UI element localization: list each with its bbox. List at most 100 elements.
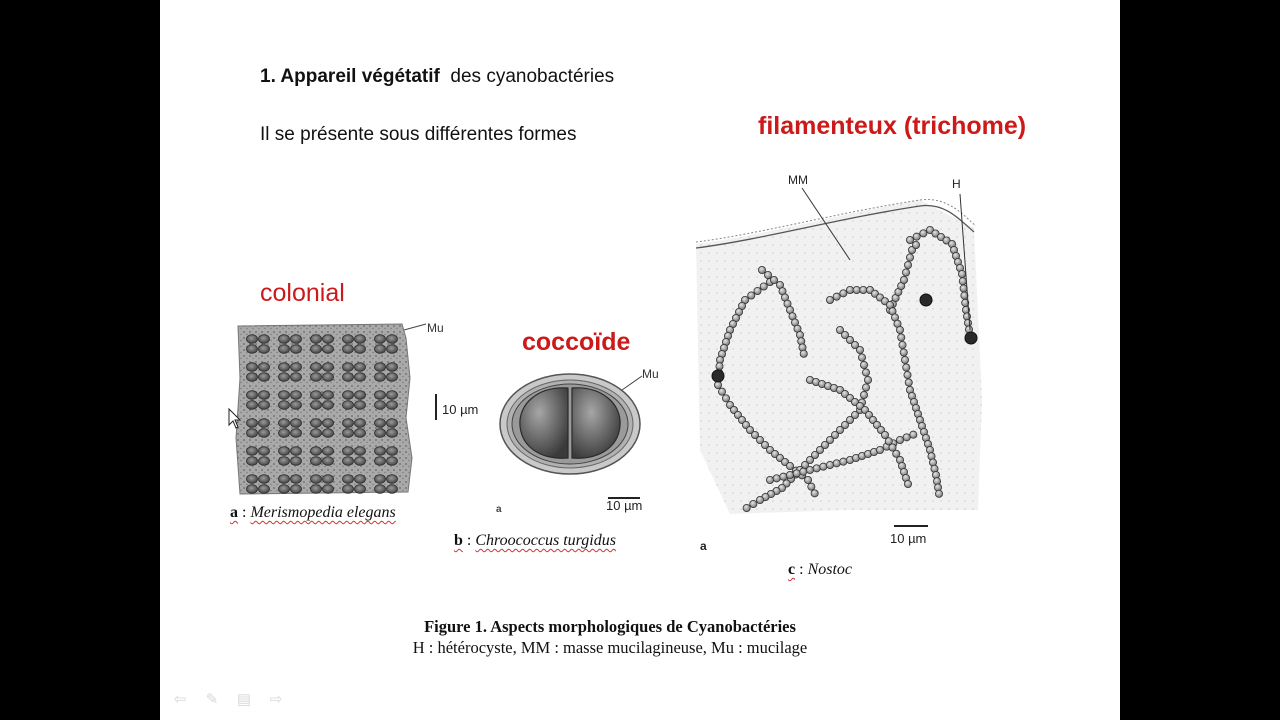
cell — [374, 334, 386, 344]
filament-cell — [722, 394, 731, 403]
filament-cell — [892, 449, 901, 458]
slide-title: 1. Appareil végétatif des cyanobactéries — [260, 66, 615, 87]
filament-cell — [751, 430, 760, 439]
cell — [322, 400, 334, 410]
filament-cell — [863, 375, 872, 384]
filament-cell — [835, 325, 844, 334]
cell — [386, 344, 398, 354]
filament-cell — [903, 370, 912, 379]
cell — [342, 428, 354, 438]
cell — [354, 344, 366, 354]
cell — [278, 456, 290, 466]
slide-controls: ⇦ ✎ ▤ ⇨ — [170, 692, 286, 708]
mu-label-a: Mu — [427, 321, 444, 335]
heterocyst — [919, 293, 933, 307]
filament-cell — [756, 435, 765, 444]
pen-icon[interactable]: ✎ — [205, 691, 219, 708]
filament-cell — [852, 286, 861, 295]
filament-cell — [747, 291, 756, 300]
cell — [290, 372, 302, 382]
cell — [374, 400, 386, 410]
filament-cell — [861, 368, 870, 377]
filament-cell — [840, 330, 849, 339]
filament-cell — [888, 443, 897, 452]
cell — [386, 390, 398, 400]
cell — [258, 446, 270, 456]
menu-icon[interactable]: ▤ — [236, 691, 252, 708]
cell — [386, 428, 398, 438]
cell — [258, 344, 270, 354]
cell — [310, 446, 322, 456]
cell — [290, 362, 302, 372]
cell — [322, 428, 334, 438]
cell — [342, 400, 354, 410]
filament-cell — [825, 460, 834, 469]
label-colonial: colonial — [260, 279, 345, 307]
cell — [386, 474, 398, 484]
cell — [278, 362, 290, 372]
filament-cell — [804, 475, 813, 484]
cell — [354, 400, 366, 410]
filament-cell — [895, 325, 904, 334]
filament-cell — [758, 266, 767, 275]
next-arrow-icon[interactable]: ⇨ — [269, 691, 283, 708]
filament-cell — [958, 277, 967, 286]
filament-cell — [753, 287, 762, 296]
figure-caption-legend: H : hétérocyste, MM : masse mucilagineus… — [412, 638, 808, 657]
filament-cell — [839, 457, 848, 466]
mu-label-b: Mu — [642, 367, 659, 381]
cell — [278, 484, 290, 494]
cell — [374, 456, 386, 466]
filament-cell — [905, 236, 914, 245]
filament-cell — [904, 378, 913, 387]
filament-cell — [806, 465, 815, 474]
filament-cell — [806, 455, 815, 464]
filament-cell — [756, 495, 765, 504]
cell — [246, 418, 258, 428]
filament-cell — [845, 415, 854, 424]
caption-panel-a: a : Merismopedia elegans — [230, 504, 396, 521]
cell — [278, 474, 290, 484]
cell — [290, 456, 302, 466]
cell — [278, 334, 290, 344]
cell — [354, 446, 366, 456]
filament-cell — [903, 261, 912, 270]
filament-cell — [959, 284, 968, 293]
filament-cell — [859, 360, 868, 369]
cell — [278, 400, 290, 410]
cell — [374, 474, 386, 484]
merismopedia-illustration: Mu 10 µm — [235, 321, 478, 495]
cell — [310, 390, 322, 400]
cell — [354, 334, 366, 344]
figure-caption-title: Figure 1. Aspects morphologiques de Cyan… — [424, 617, 796, 636]
filament-cell — [810, 489, 819, 498]
filament-cell — [764, 271, 773, 280]
previous-arrow-icon[interactable]: ⇦ — [173, 691, 187, 708]
cell — [258, 474, 270, 484]
filament-cell — [911, 241, 920, 250]
cell — [290, 418, 302, 428]
cell — [258, 428, 270, 438]
filament-cell — [855, 345, 864, 354]
filament-cell — [912, 232, 921, 241]
filament-cell — [963, 318, 972, 327]
cell — [258, 390, 270, 400]
cell — [342, 390, 354, 400]
filament-cell — [880, 430, 889, 439]
filament-cell — [825, 296, 834, 305]
cell — [322, 362, 334, 372]
filament-cell — [770, 276, 779, 285]
cell — [354, 484, 366, 494]
filament-cell — [898, 340, 907, 349]
filament-cell — [901, 268, 910, 277]
cell — [354, 372, 366, 382]
cell — [342, 362, 354, 372]
filament-cell — [899, 348, 908, 357]
filament-cell — [766, 475, 775, 484]
cell — [342, 446, 354, 456]
filament-cell — [900, 355, 909, 364]
cell — [258, 372, 270, 382]
cell — [386, 372, 398, 382]
filament-cell — [850, 340, 859, 349]
cell — [374, 390, 386, 400]
